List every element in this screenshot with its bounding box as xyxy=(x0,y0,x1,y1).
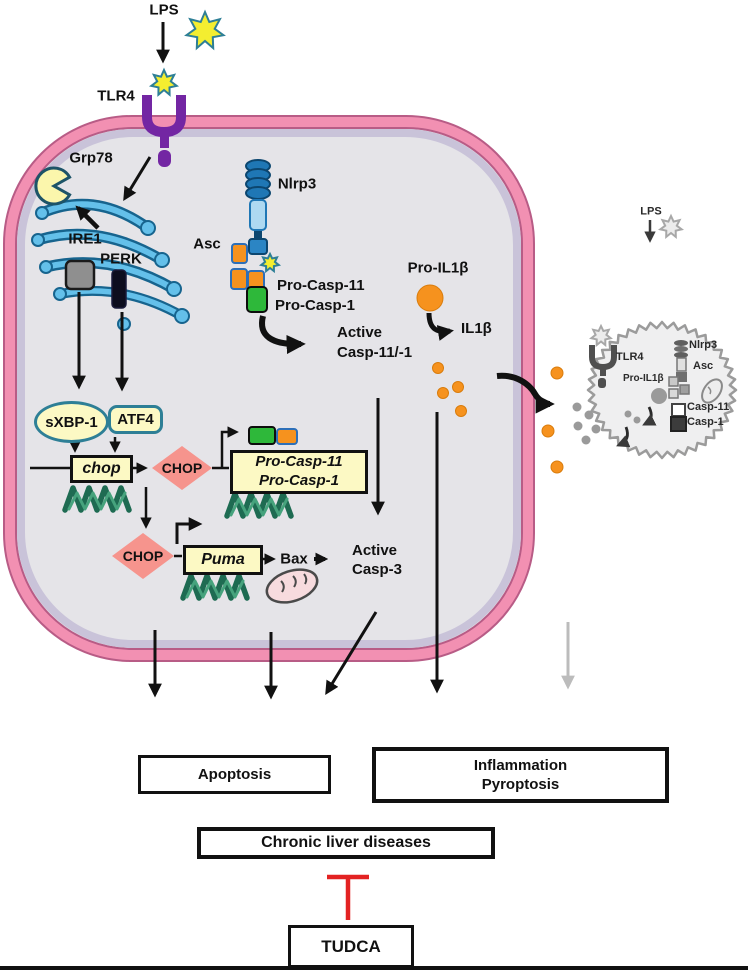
chop-protein-diamond-2 xyxy=(112,533,174,579)
mitochondria-icon xyxy=(265,568,319,604)
label-lps: LPS xyxy=(149,1,179,19)
label-procasp-box-line1: Pro-Casp-11 xyxy=(255,453,343,471)
outcome-box-apoptosis: Apoptosis xyxy=(138,755,331,794)
label-apoptosis: Apoptosis xyxy=(197,766,272,783)
procasp-gene-box: Pro-Casp-11 Pro-Casp-1 xyxy=(230,450,368,494)
arrow-procasp-to-active xyxy=(259,315,306,355)
macrophage-cell xyxy=(572,320,738,460)
arrow-proil1b-to-il1b xyxy=(426,312,454,341)
label-mac-lps: LPS xyxy=(640,205,662,218)
label-mac-casp1: Casp-1 xyxy=(687,416,724,428)
figure-bottom-border xyxy=(0,966,748,970)
procasp-product-green-icon xyxy=(248,426,276,445)
label-chop-protein-1: CHOP xyxy=(161,460,203,476)
macrophage-free-lps-star-icon xyxy=(657,213,685,240)
label-bax: Bax xyxy=(280,550,308,568)
lps-bound-star-icon xyxy=(148,67,180,97)
macrophage-mitochondria-icon xyxy=(701,378,723,404)
label-puma: Puma xyxy=(201,551,245,568)
label-mac-pro-il1b: Pro-IL1β xyxy=(623,373,664,384)
sxbp1-node: sXBP-1 xyxy=(34,401,109,443)
label-il1b: IL1β xyxy=(461,320,492,337)
label-mac-nlrp3: Nlrp3 xyxy=(689,339,718,351)
tudca-inhibition-tbar xyxy=(327,874,369,920)
inflammasome-star-icon xyxy=(258,251,282,274)
tudca-box: TUDCA xyxy=(288,925,414,968)
macrophage-arrow-2 xyxy=(616,426,631,448)
outcome-box-chronic-liver-diseases: Chronic liver diseases xyxy=(197,827,495,859)
lps-star-icon xyxy=(184,9,226,51)
pro-caspase-icon xyxy=(246,286,268,313)
secreted-il1b-dots xyxy=(541,366,564,474)
grp78-chaperone-icon xyxy=(34,166,72,206)
macrophage-arrow-1 xyxy=(642,406,657,426)
label-pro-il1b: Pro-IL1β xyxy=(407,259,469,277)
cell-membrane-lavender xyxy=(17,129,521,648)
label-ire1: IRE1 xyxy=(68,230,102,248)
atf4-node: ATF4 xyxy=(108,405,163,434)
macrophage-casp11-icon xyxy=(671,403,686,417)
macrophage-proil1b-icon xyxy=(651,388,667,404)
label-pyroptosis: Pyroptosis xyxy=(481,776,560,793)
label-pro-casp-1: Pro-Casp-1 xyxy=(275,297,356,314)
il1b-dots xyxy=(432,362,467,417)
macrophage-lps-star-icon xyxy=(589,323,613,348)
label-tudca: TUDCA xyxy=(321,936,381,956)
dna-helix-puma xyxy=(180,573,250,601)
puma-gene-box: Puma xyxy=(183,545,263,575)
label-mac-asc: Asc xyxy=(693,360,714,372)
dna-helix-chop xyxy=(62,485,132,513)
ire1-sensor-icon xyxy=(64,259,96,291)
label-active-casp-line2: Casp-11/-1 xyxy=(337,344,413,361)
macrophage-tlr4-icon xyxy=(589,345,617,388)
label-atf4: ATF4 xyxy=(117,411,154,428)
nlrp3-inflammasome-icon xyxy=(230,159,282,313)
arrow-il1b-secretion xyxy=(496,372,555,414)
label-sxbp1: sXBP-1 xyxy=(45,413,98,431)
label-asc: Asc xyxy=(193,235,221,253)
arrow-casp3-to-apoptosis xyxy=(325,611,378,695)
outcome-box-inflammation: Inflammation Pyroptosis xyxy=(372,747,669,803)
label-tlr4: TLR4 xyxy=(97,87,135,105)
chop-gene-box: chop xyxy=(70,455,133,483)
macrophage-nlrp3-icon xyxy=(668,340,690,399)
chop-protein-diamond xyxy=(152,446,212,490)
perk-sensor-icon xyxy=(111,269,127,309)
label-chop-gene: chop xyxy=(82,460,121,477)
er-structure-icon xyxy=(31,198,190,331)
arrow-tlr4-into-cell xyxy=(123,156,152,201)
label-active-casp-line1: Active xyxy=(337,324,383,341)
asc-adapter-icon xyxy=(230,243,265,291)
label-mac-tlr4: TLR4 xyxy=(616,351,644,363)
macrophage-casp1-icon xyxy=(670,416,687,432)
label-active-casp3-line1: Active xyxy=(352,542,398,559)
dna-helix-procasp xyxy=(224,491,294,519)
label-procasp-box-line2: Pro-Casp-1 xyxy=(258,472,340,489)
label-nlrp3: Nlrp3 xyxy=(277,175,317,193)
label-mac-casp11: Casp-11 xyxy=(687,401,730,413)
arrow-procasp-transcription xyxy=(220,426,239,467)
arrow-to-grp78 xyxy=(75,205,100,230)
label-pro-casp-11: Pro-Casp-11 xyxy=(277,277,365,294)
procasp-product-orange-icon xyxy=(276,428,298,445)
macrophage-gray-dots xyxy=(572,402,641,445)
label-grp78: Grp78 xyxy=(69,149,113,167)
label-perk: PERK xyxy=(100,250,142,268)
label-chronic-liver-diseases: Chronic liver diseases xyxy=(261,834,431,851)
pro-il1b-icon xyxy=(416,284,444,312)
label-chop-protein-2: CHOP xyxy=(122,548,164,564)
label-inflammation: Inflammation xyxy=(473,756,568,774)
label-active-casp3-line2: Casp-3 xyxy=(352,561,403,578)
arrow-puma-transcription xyxy=(175,517,203,544)
tlr4-receptor-icon xyxy=(142,95,186,167)
